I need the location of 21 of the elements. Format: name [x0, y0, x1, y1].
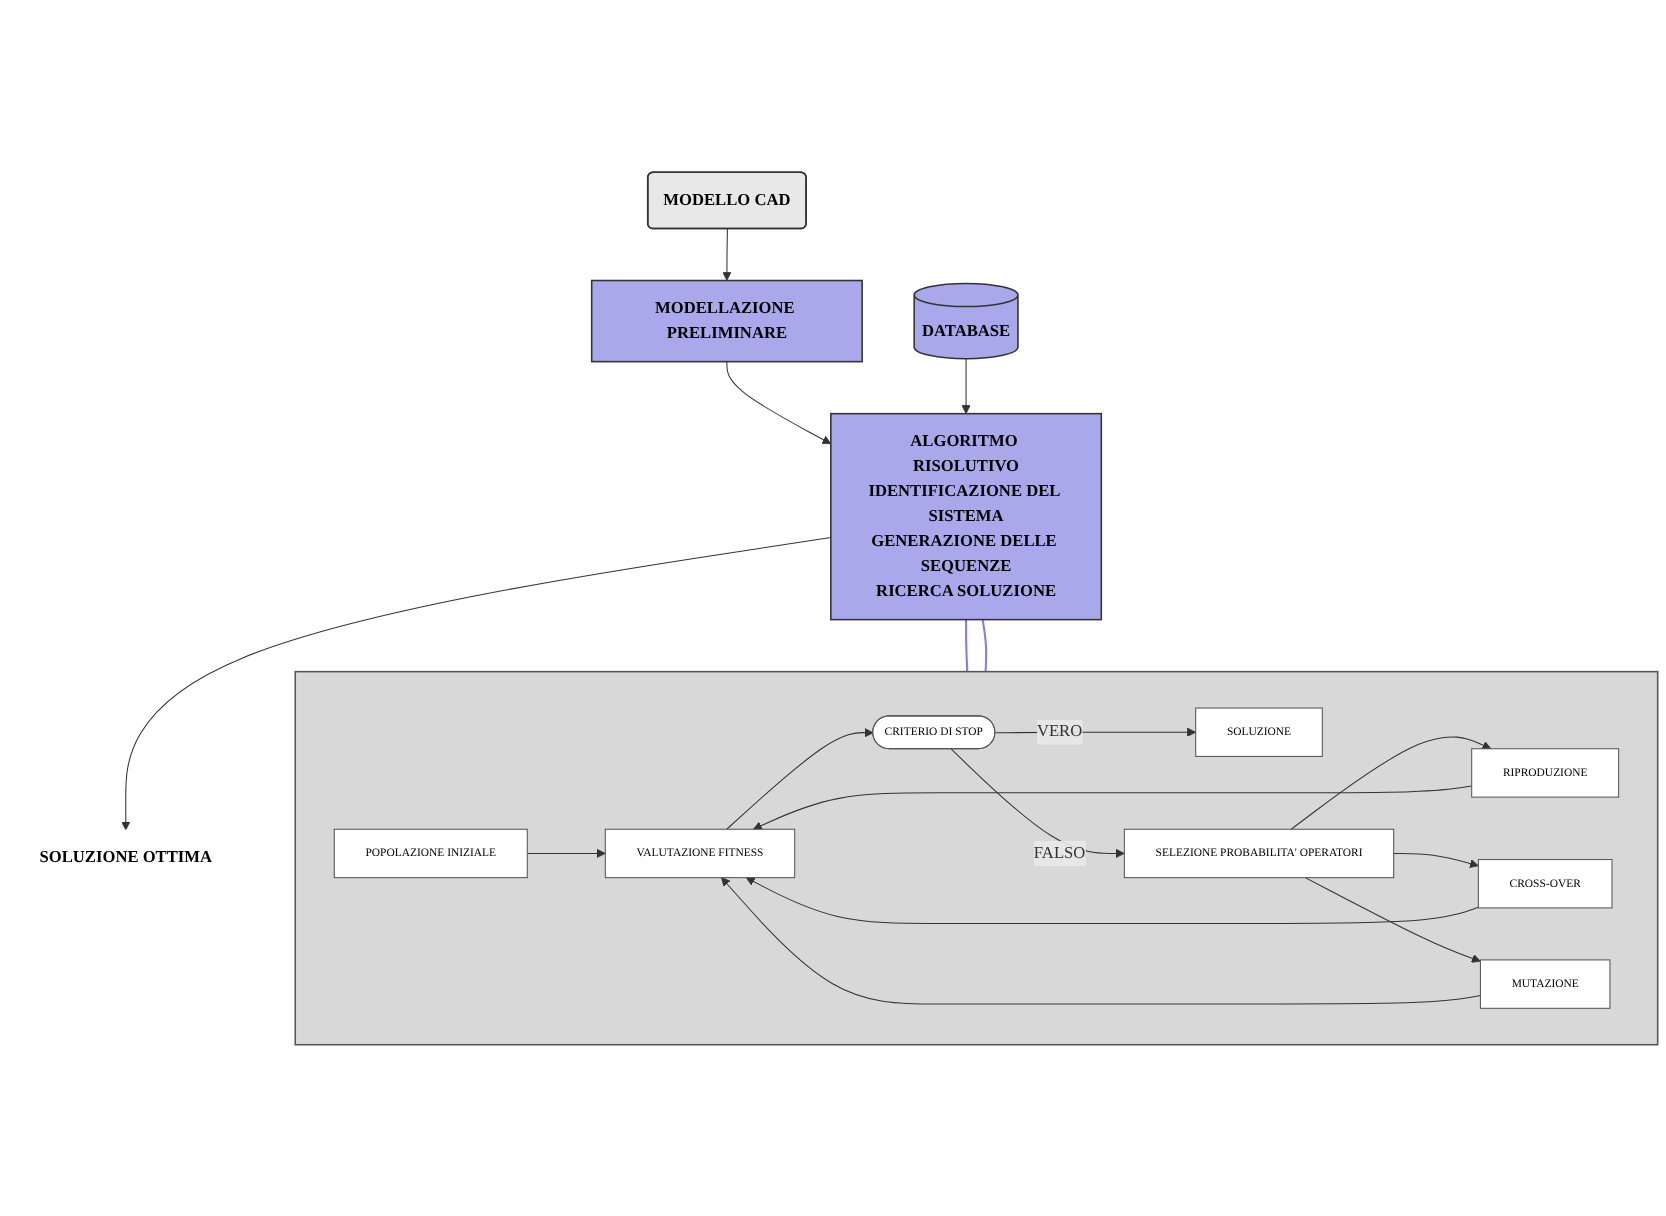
arrow — [722, 227, 732, 281]
arrow — [726, 360, 832, 444]
node-box: ALGORITMO RISOLUTIVO IDENTIFICAZIONE DEL SISTEMA GENERAZIONE DELLE SEQUENZE RICERCA SOLUZIONE — [830, 412, 1103, 620]
arrow — [752, 784, 1473, 830]
edge-label: FALSO — [1033, 843, 1086, 862]
arrow — [994, 727, 1197, 737]
connector — [981, 618, 988, 672]
arrow — [1393, 852, 1479, 868]
arrow — [1290, 735, 1492, 830]
arrow — [745, 876, 1479, 924]
arrow — [526, 848, 606, 858]
node-text: SOLUZIONE OTTIMA — [39, 848, 213, 866]
arrow — [1304, 876, 1481, 963]
cluster — [294, 670, 1659, 1045]
connector — [965, 619, 969, 672]
node-box: MODELLAZIONE PRELIMINARE — [590, 279, 863, 362]
arrow — [721, 876, 1481, 1004]
edge-label: VERO — [1036, 722, 1083, 741]
arrow — [961, 357, 971, 414]
arrow — [121, 536, 832, 830]
arrow — [726, 727, 874, 830]
